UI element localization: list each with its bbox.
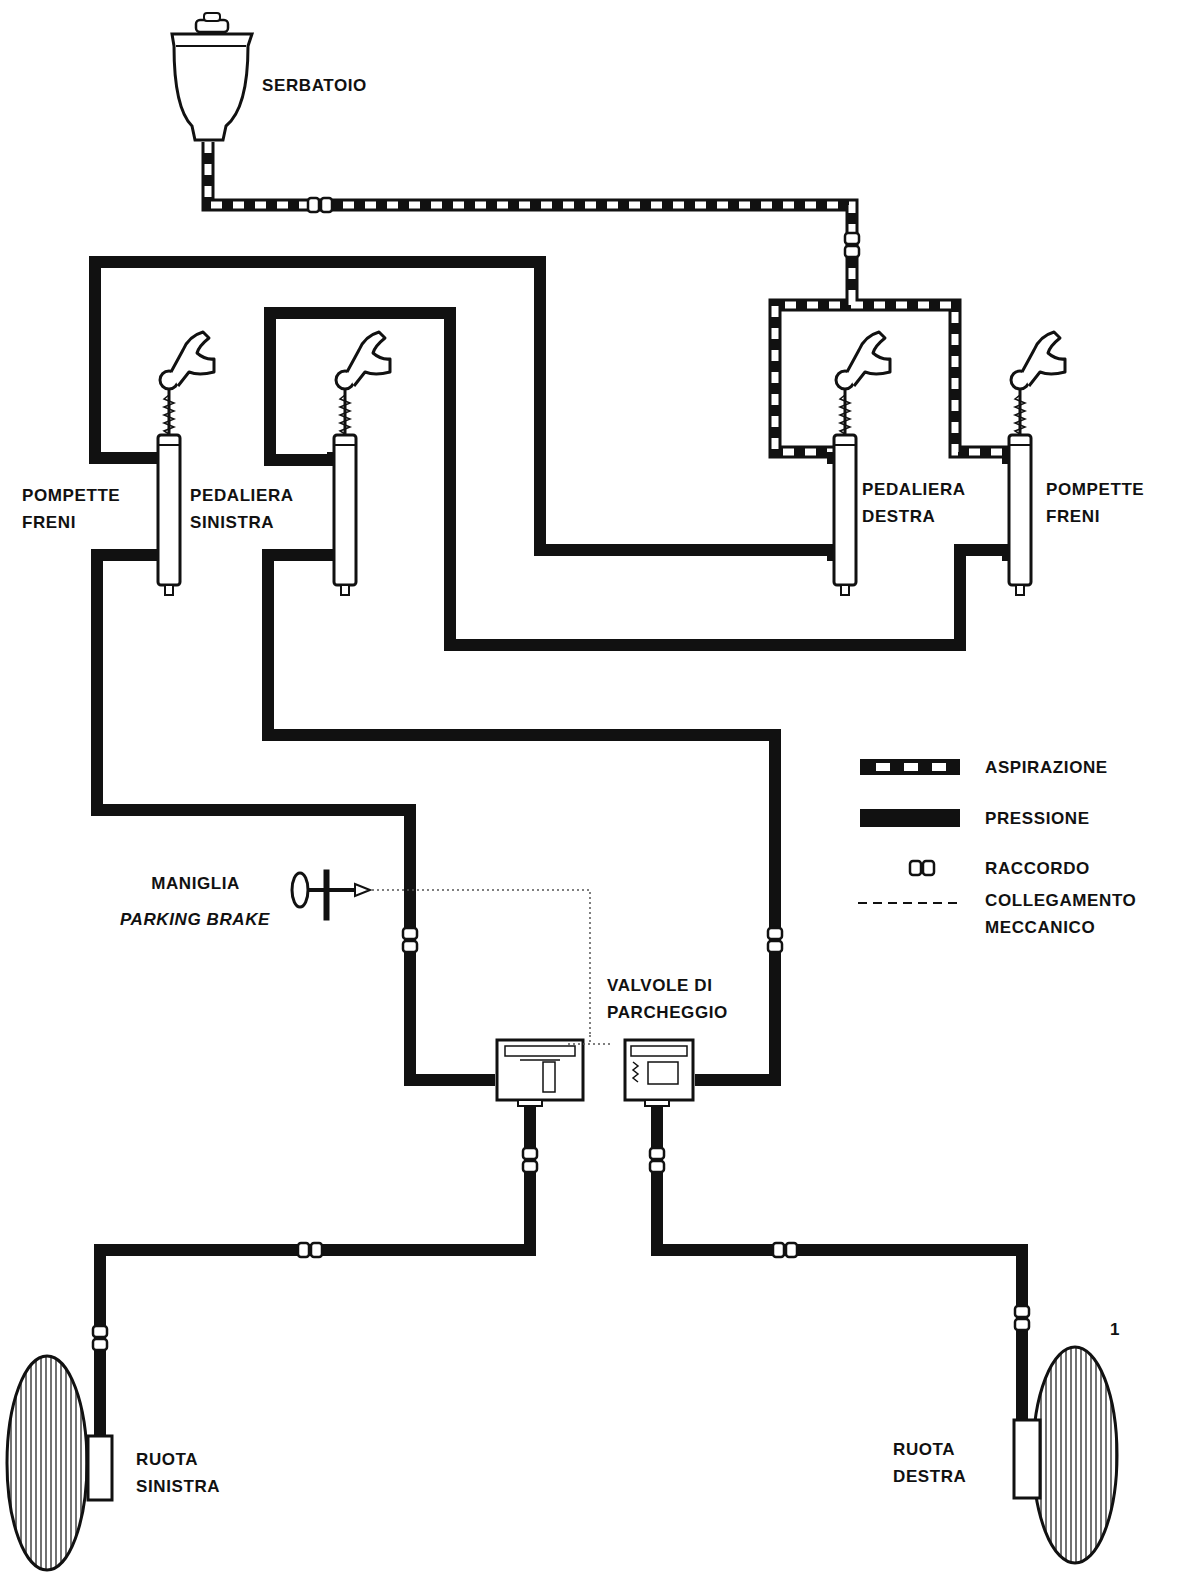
legend-text: COLLEGAMENTO MECCANICO — [985, 887, 1155, 941]
component-label: PEDALIERA SINISTRA — [190, 482, 332, 536]
pipe-connector — [270, 313, 960, 645]
pipe-connector — [208, 142, 852, 295]
component-node: RUOTA SINISTRA — [5, 1360, 117, 1572]
component-label: SERBATOIO — [262, 72, 412, 99]
pipe-connector — [657, 1107, 1022, 1345]
legend-swatch — [860, 809, 960, 827]
component-node: SERBATOIO — [170, 20, 255, 142]
component-label: PEDALIERA DESTRA — [862, 476, 1000, 530]
component-label: PARKING BRAKE — [50, 906, 270, 933]
component-node: POMPETTE FRENIPEDALIERA SINISTRA — [150, 325, 365, 595]
pipe-connector — [100, 1107, 530, 1360]
component-node: PEDALIERA DESTRAPOMPETTE FRENI — [820, 295, 1035, 590]
pipe-connector — [372, 890, 590, 1035]
component-label: MANIGLIA — [70, 870, 240, 897]
pipe-connector — [208, 142, 852, 295]
component-node: RUOTA DESTRA — [1008, 1345, 1128, 1571]
component-label: RUOTA SINISTRA — [136, 1446, 254, 1500]
legend-text: RACCORDO — [985, 855, 1165, 882]
pipe-connector — [268, 595, 775, 1080]
component-label: POMPETTE FRENI — [22, 482, 144, 536]
legend-text: ASPIRAZIONE — [985, 754, 1165, 781]
component-label: VALVOLE DI PARCHEGGIO — [607, 972, 759, 1026]
pipe-connector — [97, 555, 495, 1080]
callout-number: 1 — [1110, 1316, 1124, 1343]
component-label: POMPETTE FRENI — [1046, 476, 1170, 530]
component-node: VALVOLE DI PARCHEGGIO — [495, 1035, 695, 1107]
legend-text: PRESSIONE — [985, 805, 1165, 832]
component-node: MANIGLIAPARKING BRAKE — [290, 865, 372, 925]
pipe-connector — [95, 262, 820, 550]
component-label: RUOTA DESTRA — [893, 1436, 1001, 1490]
